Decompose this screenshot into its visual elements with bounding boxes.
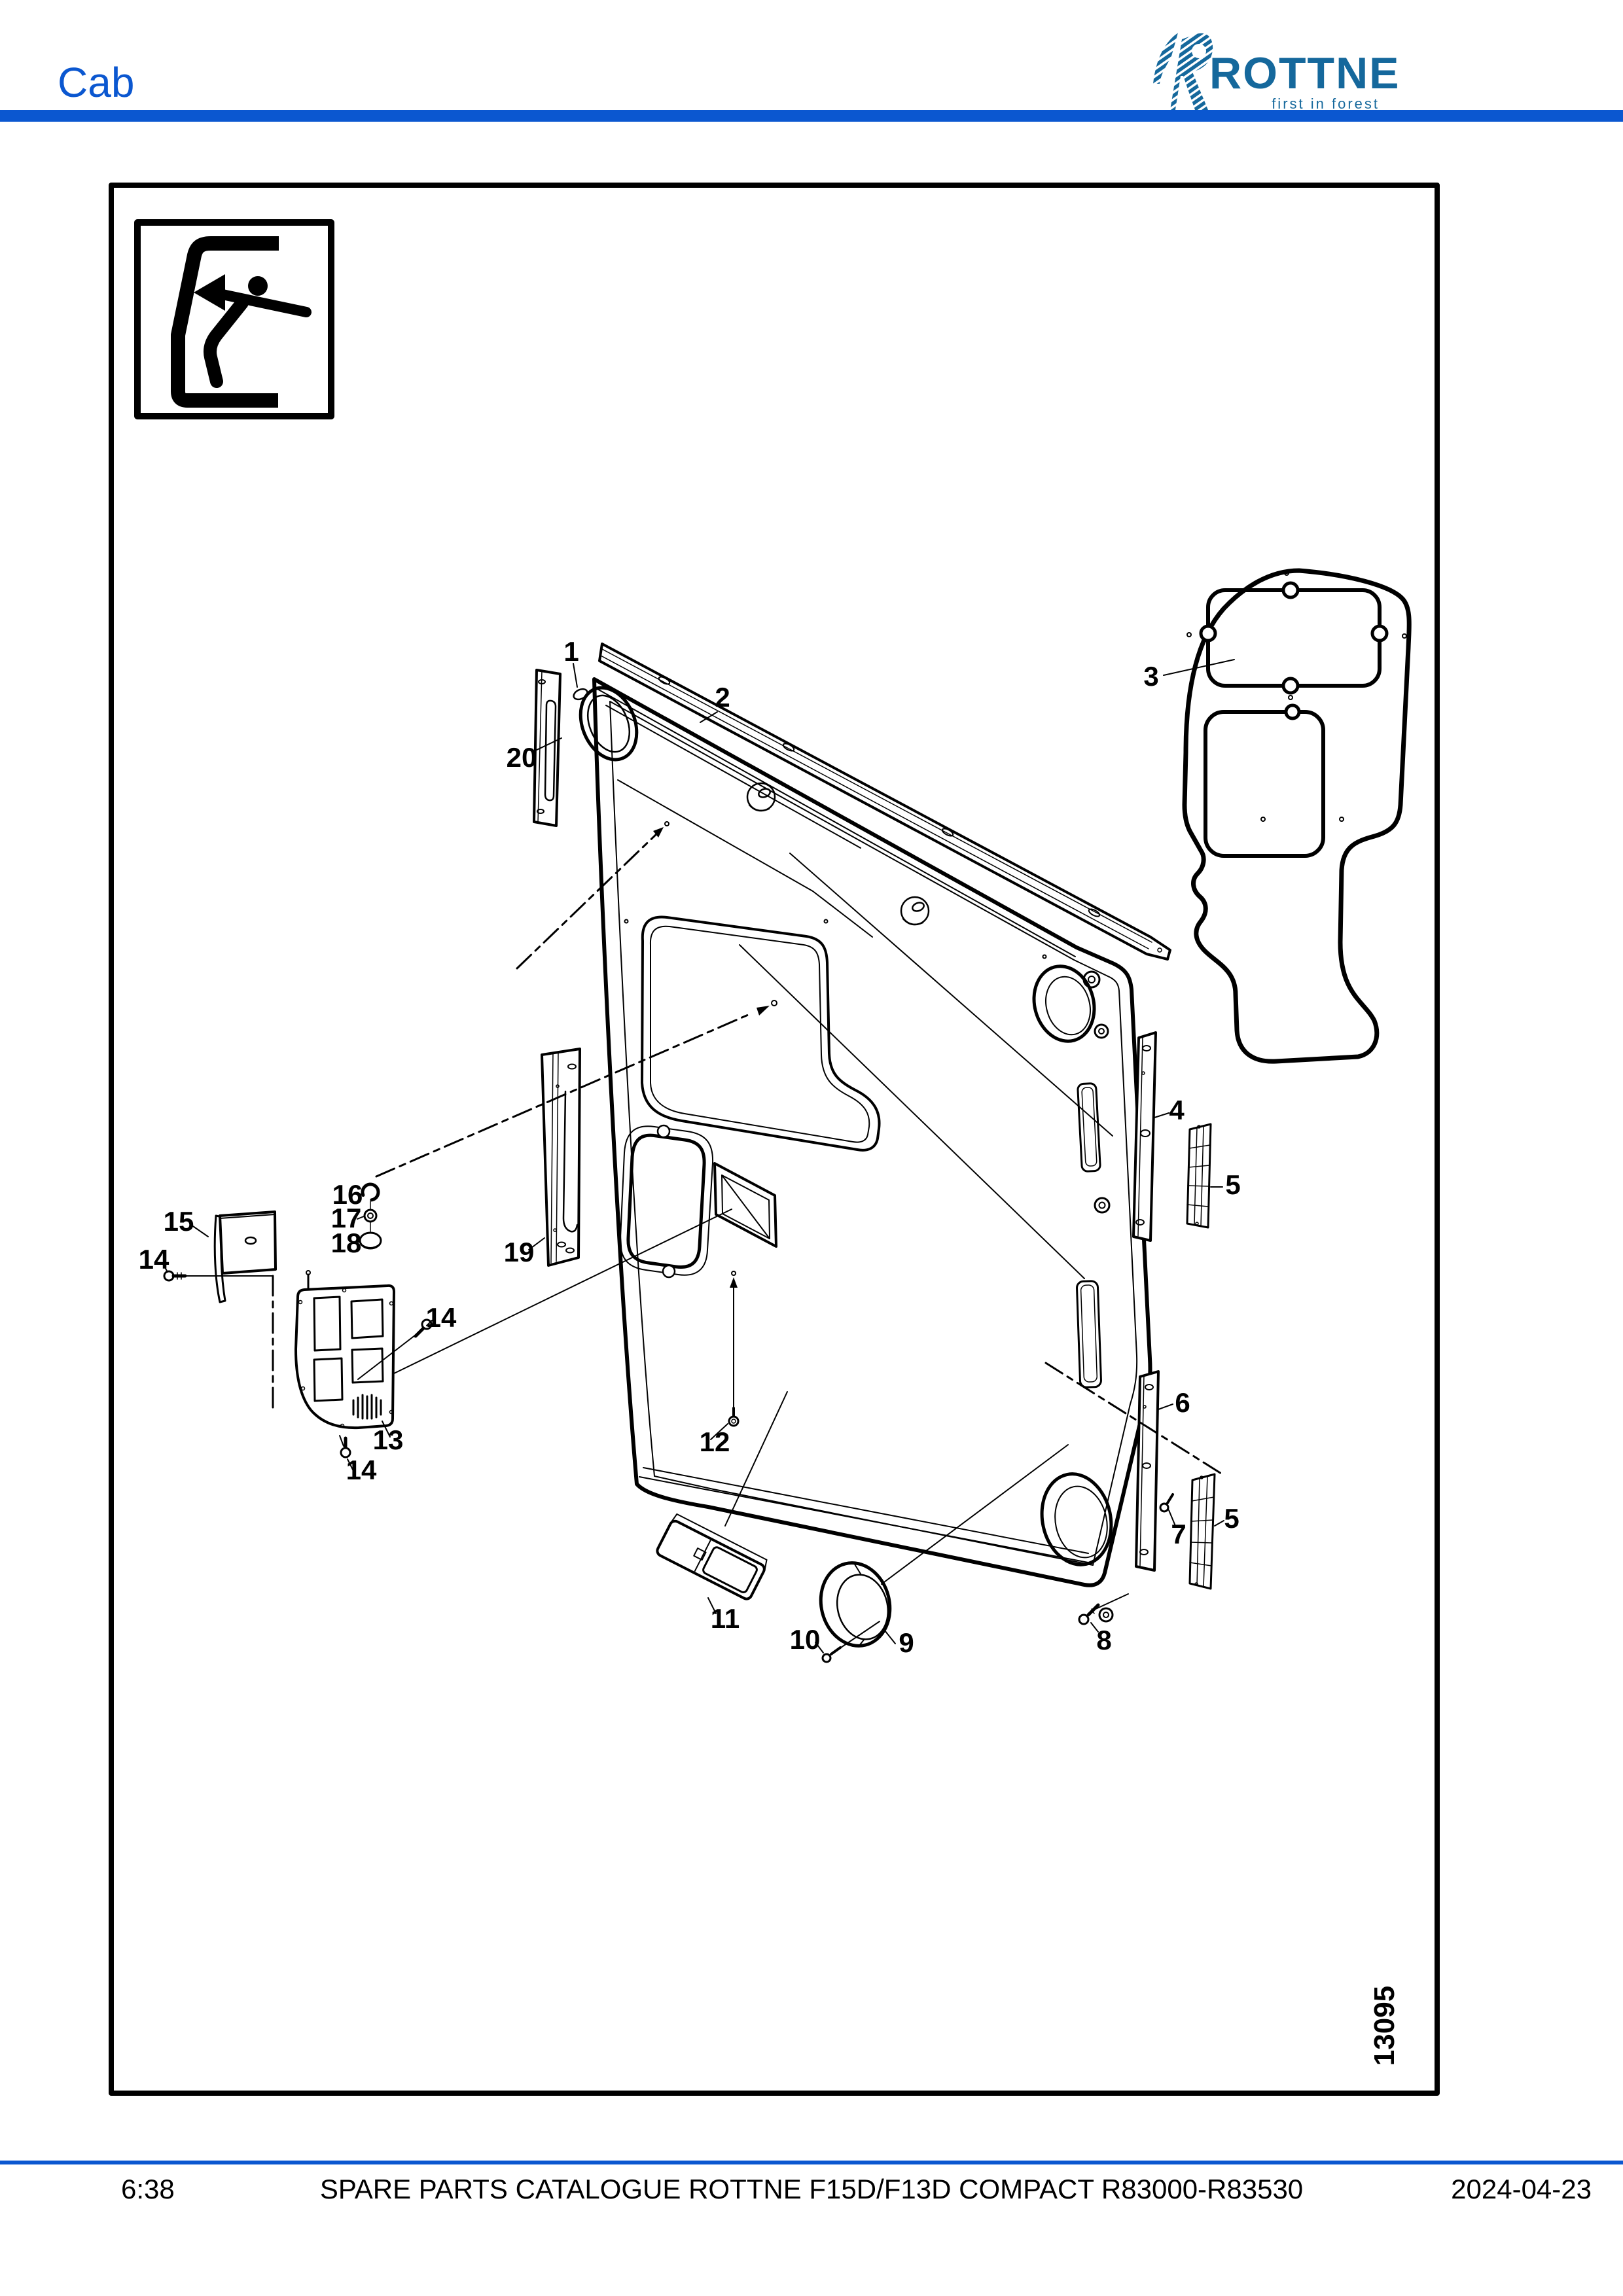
- door-exit-icon: [134, 219, 334, 419]
- leader-lines: [162, 659, 1235, 1653]
- part-label-14: 14: [426, 1302, 457, 1333]
- part-label-19: 19: [504, 1237, 535, 1267]
- part-label-13: 13: [373, 1424, 404, 1455]
- part-label-14: 14: [346, 1455, 377, 1485]
- part-label-4: 4: [1169, 1095, 1185, 1125]
- part-6-strip: [1135, 1370, 1160, 1572]
- part-16-ring: [361, 1182, 380, 1202]
- part-5-vent-upper: [1186, 1123, 1212, 1229]
- brand-name: ROTTNE: [1209, 48, 1400, 98]
- part-5-vent-lower: [1188, 1473, 1216, 1590]
- part-label-20: 20: [507, 742, 537, 773]
- part-label-14: 14: [139, 1244, 169, 1275]
- screw-7: [1159, 1493, 1174, 1513]
- part-label-18: 18: [331, 1227, 362, 1258]
- part-label-11: 11: [711, 1603, 740, 1634]
- part-15-bracket: [213, 1210, 277, 1303]
- part-label-1: 1: [563, 636, 579, 667]
- header-rule: [0, 110, 1623, 122]
- part-label-15: 15: [164, 1206, 194, 1237]
- brand-logo: ROTTNE first in forest: [1153, 33, 1400, 112]
- part-4-strip: [1132, 1031, 1157, 1242]
- part-label-17: 17: [331, 1203, 362, 1233]
- center-axes: [272, 830, 1222, 1475]
- part-2-rail: [598, 643, 1171, 961]
- screw-14c: [340, 1436, 351, 1458]
- part-9-speaker: [819, 1561, 892, 1648]
- brand-tagline: first in forest: [1272, 96, 1380, 112]
- footer-title: SPARE PARTS CATALOGUE ROTTNE F15D/F13D C…: [319, 2174, 1304, 2204]
- part-18-cap: [359, 1231, 382, 1250]
- part-label-10: 10: [790, 1624, 821, 1655]
- screw-14a: [163, 1270, 187, 1282]
- part-label-6: 6: [1175, 1387, 1190, 1418]
- part-label-12: 12: [700, 1426, 730, 1457]
- figure-number: 13095: [1368, 1986, 1400, 2066]
- brand-mark-icon: [1153, 33, 1213, 110]
- screw-8: [1078, 1603, 1100, 1625]
- part-label-7: 7: [1171, 1519, 1186, 1549]
- part-label-2: 2: [715, 682, 730, 713]
- part-19-bracket: [541, 1048, 581, 1267]
- footer-rule: [0, 2161, 1623, 2164]
- part-13-panel: [294, 1270, 395, 1430]
- footer-page-number: 6:38: [121, 2174, 175, 2204]
- part-20-strip: [533, 669, 562, 827]
- screw-12: [728, 1407, 740, 1427]
- part-label-5: 5: [1225, 1169, 1240, 1200]
- part-17-nut: [363, 1209, 378, 1223]
- part-label-5: 5: [1224, 1503, 1239, 1534]
- part-label-8: 8: [1096, 1625, 1111, 1655]
- part-11-box: [656, 1513, 768, 1600]
- part-label-9: 9: [899, 1627, 914, 1658]
- part-label-3: 3: [1143, 661, 1158, 692]
- screw-14b: [414, 1318, 433, 1338]
- page-title: Cab: [58, 59, 135, 106]
- part-3-gasket: [1182, 568, 1412, 1064]
- footer-date: 2024-04-23: [1451, 2174, 1592, 2204]
- part-label-16: 16: [332, 1179, 363, 1210]
